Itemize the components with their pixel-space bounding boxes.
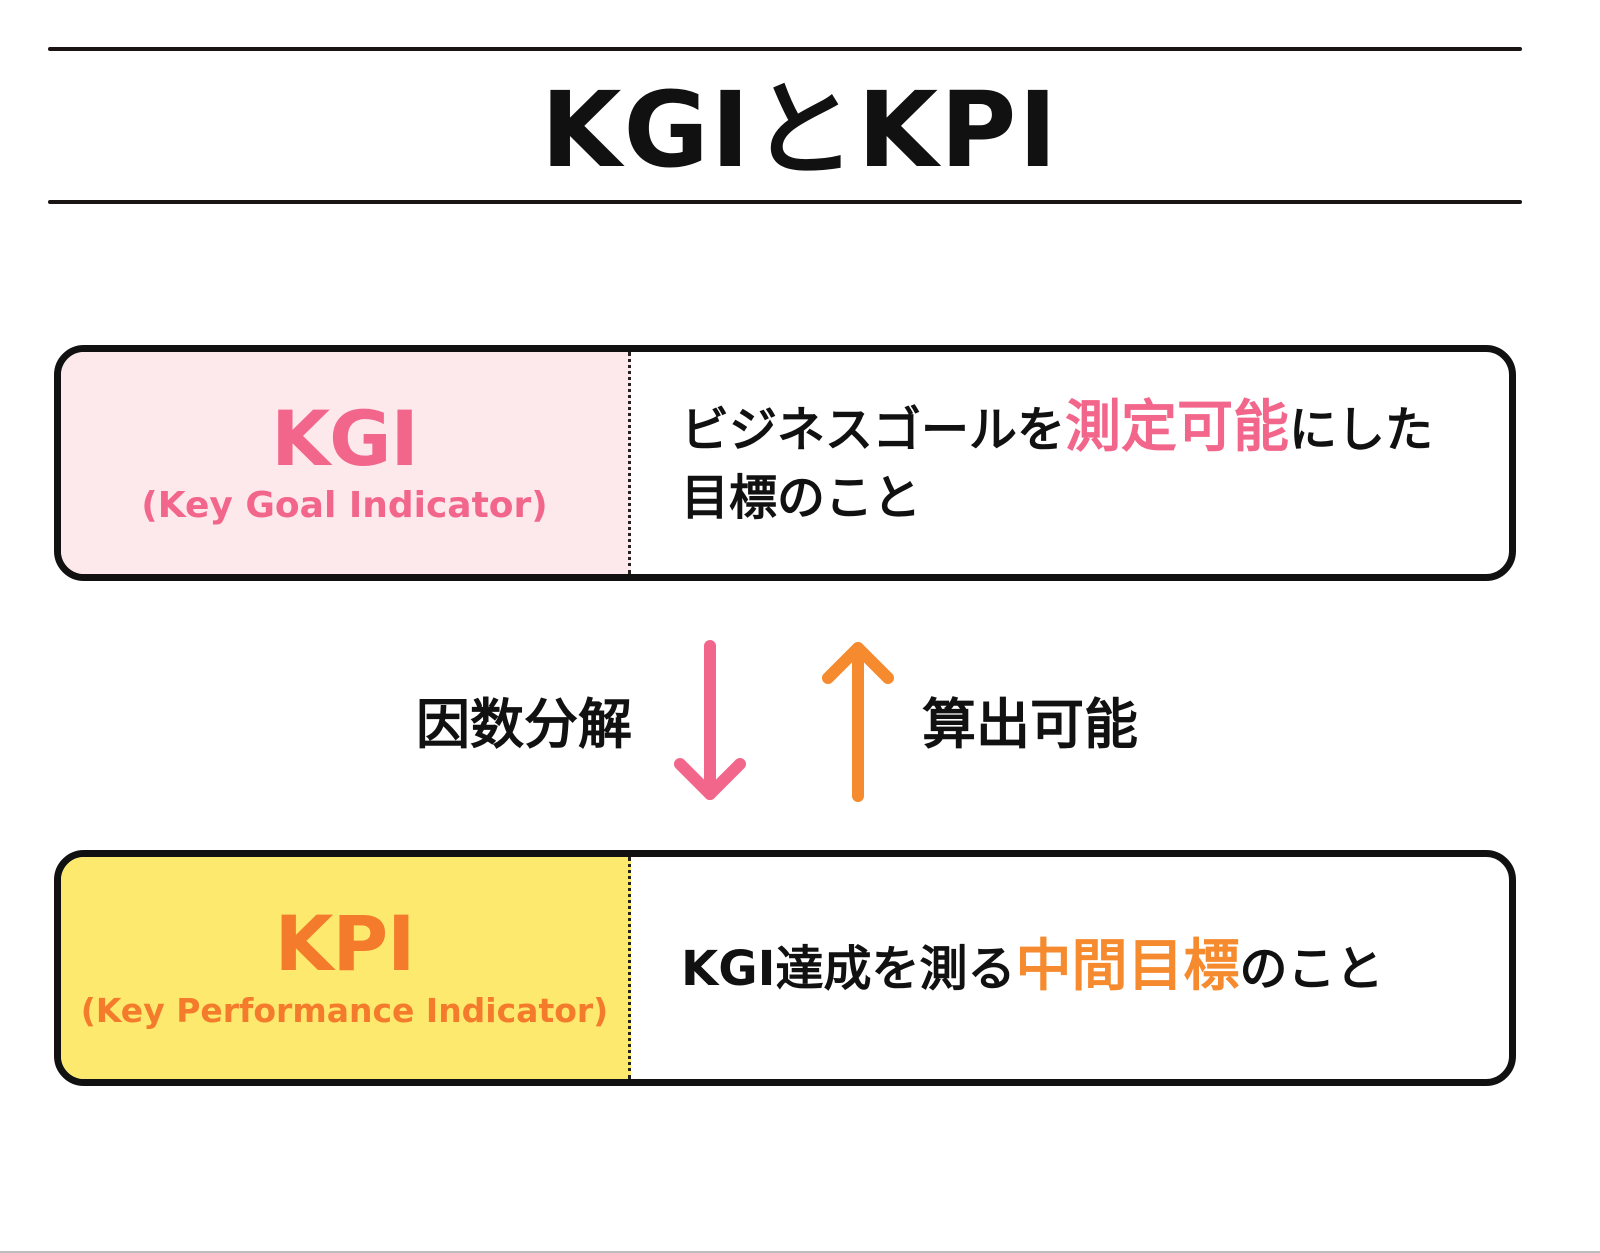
kgi-description-post: にした目標のこと bbox=[681, 402, 1434, 526]
kgi-label-panel: KGI (Key Goal Indicator) bbox=[61, 352, 631, 574]
kpi-label-panel: KPI (Key Performance Indicator) bbox=[61, 857, 631, 1079]
factor-decomposition-label: 因数分解 bbox=[416, 693, 632, 756]
kpi-card: KPI (Key Performance Indicator) KGI達成を測る… bbox=[54, 850, 1516, 1086]
calculable-label: 算出可能 bbox=[922, 693, 1138, 756]
kpi-description-panel: KGI達成を測る中間目標のこと bbox=[631, 857, 1509, 1079]
kgi-description-highlight: 測定可能 bbox=[1065, 395, 1290, 460]
kpi-description-pre: KGI達成を測る bbox=[681, 941, 1016, 997]
kpi-description-highlight: 中間目標 bbox=[1015, 934, 1240, 999]
arrow-up-icon bbox=[822, 642, 894, 802]
title-top-rule bbox=[48, 47, 1522, 51]
bottom-border bbox=[0, 1251, 1600, 1253]
kgi-description-pre: ビジネスゴールを bbox=[681, 402, 1066, 458]
kpi-abbreviation: KPI bbox=[274, 899, 416, 988]
kgi-card: KGI (Key Goal Indicator) ビジネスゴールを測定可能にした… bbox=[54, 345, 1516, 581]
kpi-description-post: のこと bbox=[1239, 941, 1384, 997]
arrow-down-icon bbox=[674, 640, 746, 800]
page-title: KGIとKPI bbox=[540, 69, 1060, 191]
kgi-description: ビジネスゴールを測定可能にした目標のこと bbox=[681, 394, 1469, 532]
kpi-full-name: (Key Performance Indicator) bbox=[80, 991, 609, 1030]
kgi-description-panel: ビジネスゴールを測定可能にした目標のこと bbox=[631, 352, 1509, 574]
kgi-full-name: (Key Goal Indicator) bbox=[141, 485, 548, 526]
kpi-description: KGI達成を測る中間目標のこと bbox=[681, 933, 1383, 1003]
kgi-abbreviation: KGI bbox=[271, 394, 419, 483]
title-bottom-rule bbox=[48, 200, 1522, 204]
